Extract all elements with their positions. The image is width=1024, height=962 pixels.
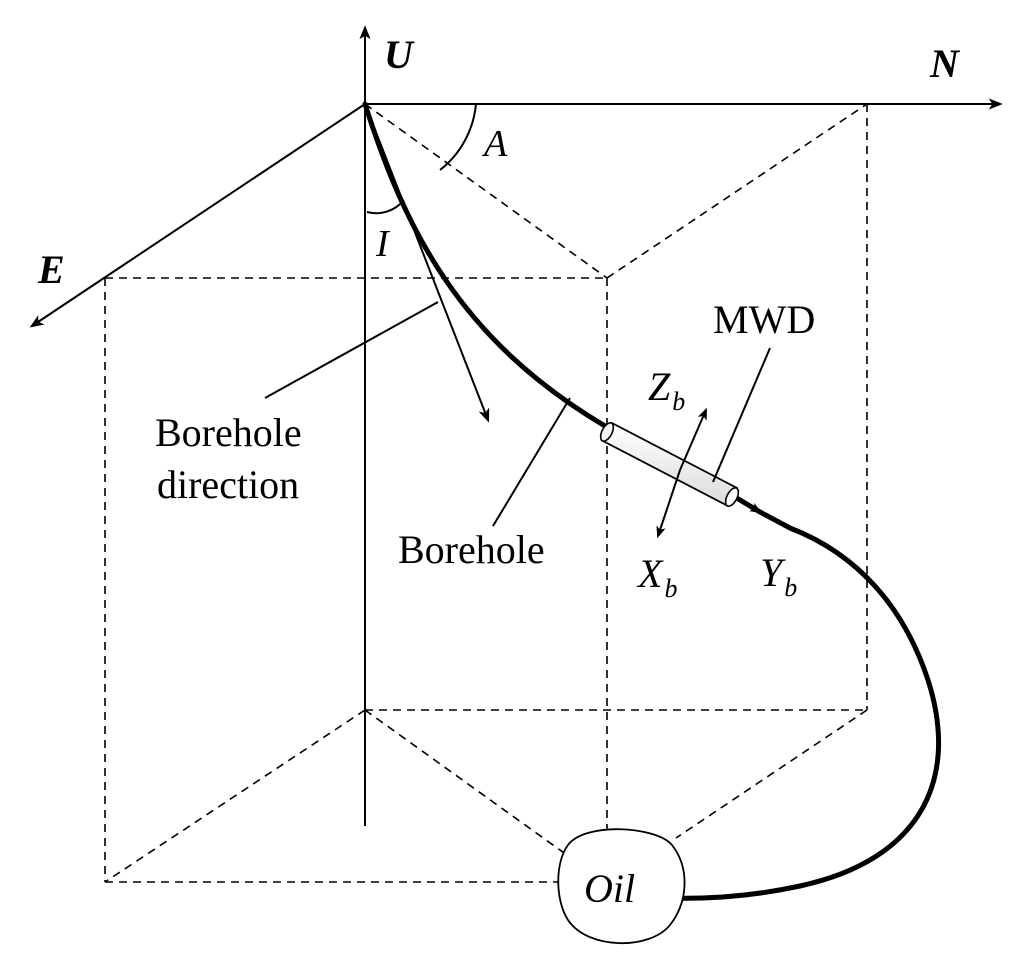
mwd-tool xyxy=(599,421,740,508)
east-axis xyxy=(29,103,366,328)
east-axis-label: E xyxy=(37,247,65,292)
projection-box xyxy=(104,103,868,883)
projection-diagonal xyxy=(364,103,608,279)
z-body-axis xyxy=(679,407,707,471)
box-bottom-right-edge xyxy=(675,709,868,839)
inclination-label: I xyxy=(375,223,391,265)
box-top-right-edge xyxy=(606,103,868,279)
azimuth-arc xyxy=(439,103,477,171)
borehole-path-lower xyxy=(665,509,942,901)
mwd-label: MWD xyxy=(713,297,815,342)
borehole-label: Borehole xyxy=(398,527,545,572)
azimuth-label: A xyxy=(481,123,508,165)
x-body-axis xyxy=(656,469,681,539)
borehole-leader xyxy=(492,397,571,527)
y-body-label: Yb xyxy=(760,550,797,602)
up-axis-label: U xyxy=(384,32,415,77)
coordinate-axes xyxy=(29,25,1003,826)
borehole-path-upper xyxy=(362,101,608,429)
mwd-leader xyxy=(712,347,771,483)
north-axis-label: N xyxy=(929,41,961,86)
x-body-label: Xb xyxy=(636,551,677,603)
oil-label: Oil xyxy=(584,866,635,911)
z-body-label: Zb xyxy=(648,364,685,416)
box-bottom-left-edge xyxy=(104,709,366,883)
borehole-direction-label-line2: direction xyxy=(157,462,299,507)
borehole-direction-leader xyxy=(264,301,439,399)
inclination-arc xyxy=(366,199,405,215)
borehole-y-arrow xyxy=(732,494,763,515)
oil-reservoir xyxy=(557,828,686,945)
box-bottom-diagonal xyxy=(364,709,586,869)
borehole-direction-label-line1: Borehole xyxy=(155,410,302,455)
